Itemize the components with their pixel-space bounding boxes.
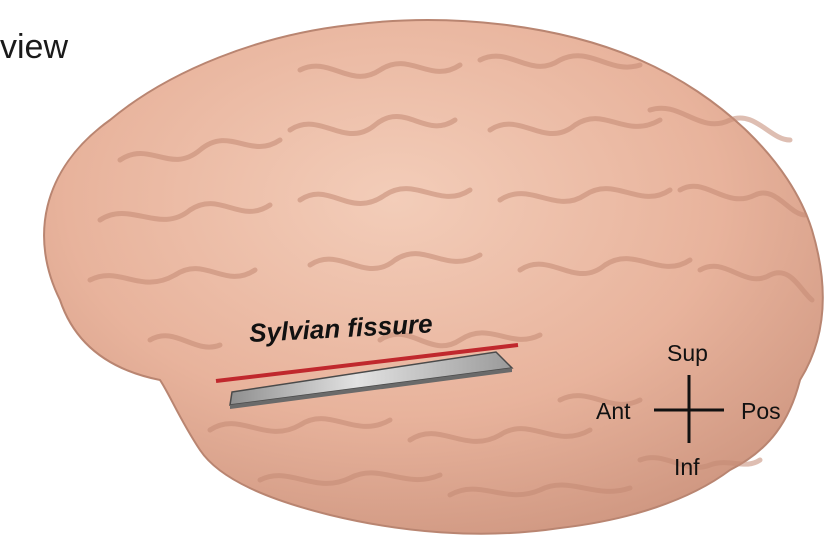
superior-label: Sup — [667, 342, 708, 365]
anterior-label: Ant — [596, 400, 631, 423]
inferior-label: Inf — [674, 456, 700, 479]
posterior-label: Pos — [741, 400, 781, 423]
view-label: view — [0, 30, 68, 64]
brain-silhouette — [44, 20, 823, 534]
